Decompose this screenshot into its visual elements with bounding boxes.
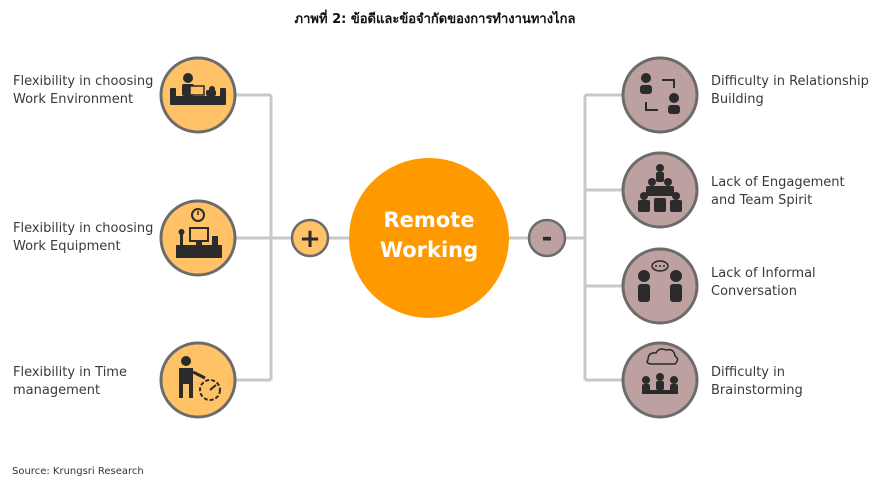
advantage-node-time-management xyxy=(159,341,237,419)
center-label-line1: Remote xyxy=(383,208,475,232)
minus-sign: - xyxy=(542,223,553,253)
advantage-label-work-environment: Flexibility in choosing Work Environment xyxy=(13,73,173,109)
center-label: Remote Working xyxy=(349,205,509,265)
advantage-label-time-management: Flexibility in Time management xyxy=(13,364,173,400)
limitation-label-brainstorming: Difficulty in Brainstorming xyxy=(711,364,870,400)
limitation-label-line: and Team Spirit xyxy=(711,193,813,208)
limitation-label-line: Lack of Engagement xyxy=(711,175,845,190)
advantage-label-line: Flexibility in Time xyxy=(13,365,127,380)
advantage-label-line: Work Environment xyxy=(13,92,134,107)
two-people-talking-icon xyxy=(638,260,682,302)
advantage-label-line: management xyxy=(13,383,101,398)
two-people-exchange-icon xyxy=(640,73,680,114)
minus-node: - xyxy=(527,218,567,258)
limitation-node-informal-conversation xyxy=(621,247,699,325)
plus-sign: + xyxy=(299,224,321,254)
limitation-label-line: Lack of Informal xyxy=(711,266,816,281)
advantage-node-work-equipment xyxy=(159,199,237,277)
group-meeting-icon xyxy=(642,348,679,394)
limitation-node-relationship xyxy=(621,56,699,134)
plus-node: + xyxy=(290,218,330,258)
limitation-label-informal-conversation: Lack of Informal Conversation xyxy=(711,265,870,301)
advantage-node-work-environment xyxy=(159,56,237,134)
limitation-label-line: Conversation xyxy=(711,284,797,299)
desk-with-computer-icon xyxy=(176,208,222,258)
advantage-label-work-equipment: Flexibility in choosing Work Equipment xyxy=(13,220,173,256)
limitation-label-relationship: Difficulty in Relationship Building xyxy=(711,73,870,109)
limitation-label-line: Brainstorming xyxy=(711,383,803,398)
person-on-sofa-with-laptop-icon xyxy=(170,73,226,105)
advantage-label-line: Work Equipment xyxy=(13,239,121,254)
limitation-label-line: Difficulty in xyxy=(711,365,785,380)
connector-lines xyxy=(236,93,624,382)
limitation-label-line: Difficulty in Relationship xyxy=(711,74,869,89)
advantage-label-line: Flexibility in choosing xyxy=(13,221,154,236)
advantage-label-line: Flexibility in choosing xyxy=(13,74,154,89)
limitation-label-line: Building xyxy=(711,92,764,107)
limitation-node-brainstorming xyxy=(621,341,699,419)
remote-working-circle xyxy=(349,158,509,318)
person-with-clock-icon xyxy=(179,356,221,401)
limitation-node-engagement xyxy=(621,151,699,229)
figure-title: ภาพที่ 2: ข้อดีและข้อจำกัดของการทำงานทาง… xyxy=(294,12,576,27)
limitation-label-engagement: Lack of Engagement and Team Spirit xyxy=(711,174,870,210)
center-label-line2: Working xyxy=(379,238,479,262)
team-pyramid-icon xyxy=(638,164,682,212)
source-note: Source: Krungsri Research xyxy=(12,466,144,477)
